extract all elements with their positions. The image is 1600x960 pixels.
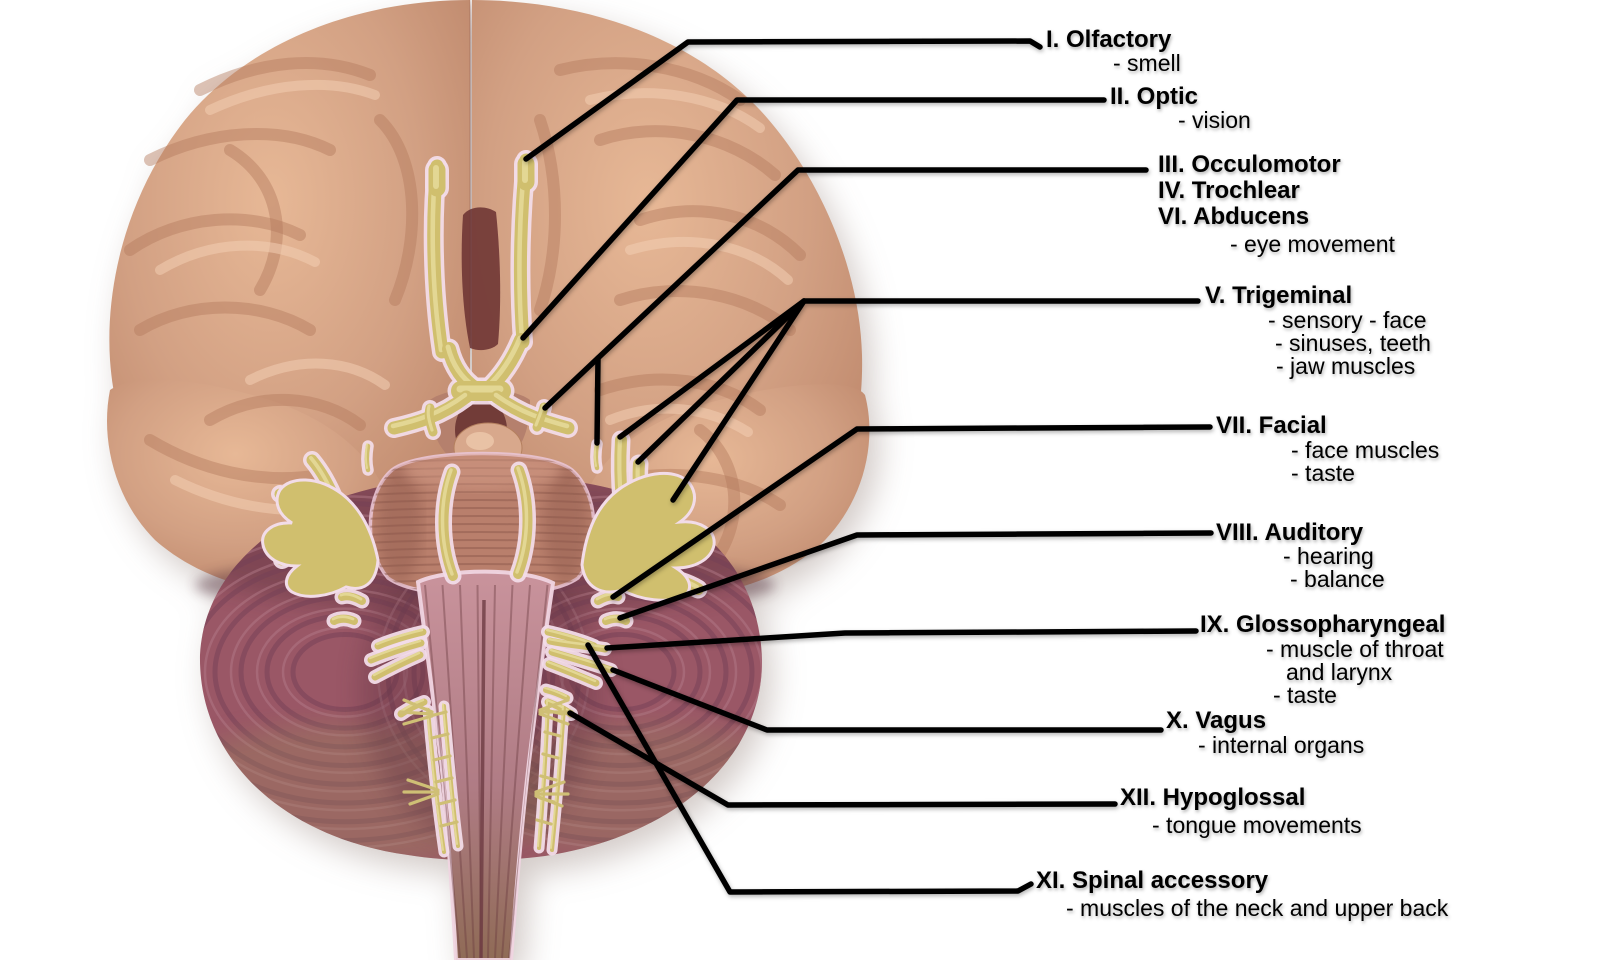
spinal-rootlet-15 — [538, 698, 570, 712]
trochlear-right-highlight — [593, 441, 597, 467]
callout-lines — [520, 38, 1214, 895]
accessory-root-left-highlight — [372, 651, 421, 677]
callout-line-auditory-0 — [617, 530, 1214, 621]
medulla-spinal-cord — [415, 569, 556, 960]
auditory-nerve-right — [602, 614, 630, 625]
hypoglossal-rootlet-right-1 — [543, 687, 570, 701]
accessory-root-left — [371, 651, 424, 681]
optic-tract-right-highlight — [493, 392, 570, 429]
vagus-root-right-highlight — [546, 660, 597, 683]
spinal-rootlet-5 — [439, 820, 459, 828]
spinal-rootlet-17 — [538, 712, 570, 726]
auditory-nerve-left — [330, 614, 358, 625]
vagus-right-highlight — [549, 648, 612, 670]
oculomotor-right-highlight — [534, 403, 545, 427]
spinal-rootlet-2 — [432, 754, 452, 762]
spinal-rootlet-8 — [541, 752, 560, 760]
spinal-rootlet-23 — [534, 794, 564, 808]
callout-line-trigeminal-1 — [635, 298, 807, 465]
callout-line-facial-0 — [610, 424, 1213, 600]
spinal-rail-left-outer-highlight — [426, 707, 444, 851]
spinal-rootlet-7 — [543, 730, 562, 738]
spinal-rootlet-14 — [402, 714, 434, 726]
vagus-right — [548, 648, 615, 674]
vagus-left-highlight — [368, 639, 422, 660]
vagus-root-right — [545, 660, 600, 687]
longitudinal-fissure — [461, 0, 501, 351]
callout-line-optic-0 — [520, 97, 1107, 341]
vagus-left — [367, 639, 425, 664]
oculomotor-left-highlight — [426, 404, 434, 432]
spinal-rootlet-13 — [398, 710, 434, 716]
callout-line-olfactory-0 — [523, 38, 1043, 162]
callout-line-glossopharyngeal-0 — [604, 628, 1199, 651]
spinal-rootlet-1 — [430, 732, 450, 740]
trochlear-left-highlight — [364, 443, 368, 469]
spinal-rail-left-inner-highlight — [442, 703, 458, 845]
glossopharyngeal-left-highlight — [375, 628, 424, 646]
spinal-rootlet-12 — [402, 698, 434, 714]
spinal-rootlet-11 — [535, 818, 553, 826]
callout-line-trigeminal-2 — [670, 298, 807, 503]
accessory-root-right-highlight — [545, 628, 595, 646]
trigeminal-nerve-left — [261, 478, 380, 598]
callout-line-vagus-0 — [610, 667, 1164, 733]
spinal-rootlet-18 — [406, 778, 440, 792]
nerve-branches — [398, 698, 574, 828]
abducens-left-highlight — [440, 468, 454, 576]
glossopharyngeal-right-highlight — [547, 637, 606, 649]
hypoglossal-rootlet-right-1-highlight — [543, 686, 568, 698]
spinal-rootlet-3 — [434, 776, 454, 784]
brain — [107, 0, 870, 960]
facial-nerve-left-highlight — [339, 592, 363, 601]
glossopharyngeal-left — [374, 628, 427, 650]
spinal-rootlet-21 — [534, 780, 566, 794]
abducens-right-highlight — [515, 466, 529, 574]
pons — [368, 451, 596, 598]
auditory-nerve-left-highlight — [331, 615, 355, 621]
spinal-rootlet-4 — [437, 798, 457, 806]
callout-line-oculomotor-trochlear-abducens-0 — [542, 167, 1149, 411]
callout-line-oculomotor-trochlear-abducens-1 — [594, 355, 601, 446]
spinal-rootlet-20 — [408, 792, 440, 806]
spinal-rootlet-9 — [539, 774, 558, 782]
trigeminal-nerve-right — [580, 471, 716, 602]
callout-line-hypoglossal-0 — [567, 710, 1118, 808]
glossopharyngeal-right — [546, 637, 609, 653]
callout-line-spinal-accessory-0 — [585, 642, 1034, 895]
spinal-rail-right-inner-highlight — [537, 701, 548, 847]
